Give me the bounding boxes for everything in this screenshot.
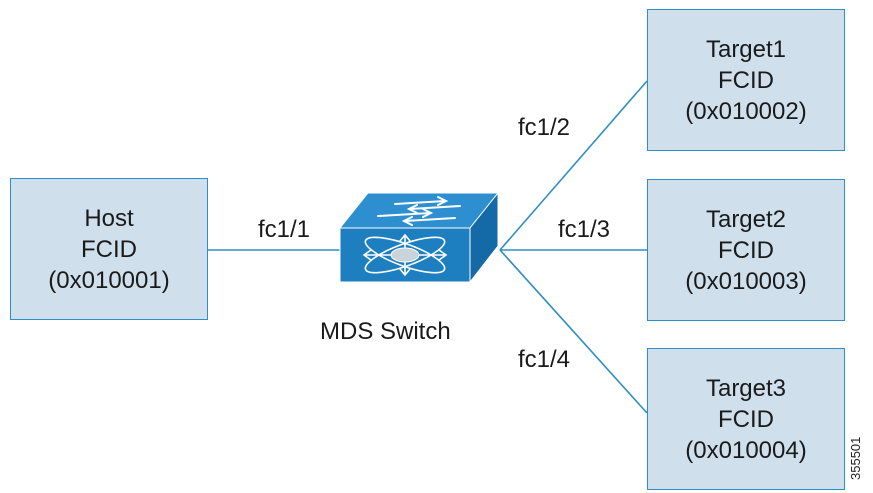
- port-label-target3: fc1/4: [518, 346, 571, 373]
- port-label-host: fc1/1: [258, 216, 311, 243]
- target2-node: Target2 FCID (0x010003): [647, 179, 845, 321]
- target1-node: Target1 FCID (0x010002): [647, 9, 845, 151]
- switch-label: MDS Switch: [320, 318, 451, 345]
- target3-fcid-label: FCID: [718, 405, 774, 433]
- host-fcid-label: FCID: [81, 235, 137, 263]
- switch-icon: [338, 191, 500, 284]
- host-fcid-value: (0x010001): [48, 266, 170, 294]
- port-label-target1: fc1/2: [518, 114, 571, 141]
- target3-node: Target3 FCID (0x010004): [647, 348, 845, 490]
- target2-fcid-label: FCID: [718, 236, 774, 264]
- link-switch-target3: [499, 249, 648, 414]
- port-label-target2: fc1/3: [558, 216, 611, 243]
- target1-fcid-label: FCID: [718, 66, 774, 94]
- target3-fcid-value: (0x010004): [685, 436, 807, 464]
- target3-name: Target3: [705, 374, 787, 402]
- target1-name: Target1: [705, 35, 787, 63]
- target2-name: Target2: [705, 205, 787, 233]
- target1-fcid-value: (0x010002): [685, 97, 807, 125]
- host-node: Host FCID (0x010001): [10, 178, 208, 320]
- host-name: Host: [84, 204, 134, 232]
- figure-id: 355501: [848, 436, 863, 480]
- target2-fcid-value: (0x010003): [685, 267, 807, 295]
- link-switch-target1: [499, 80, 648, 251]
